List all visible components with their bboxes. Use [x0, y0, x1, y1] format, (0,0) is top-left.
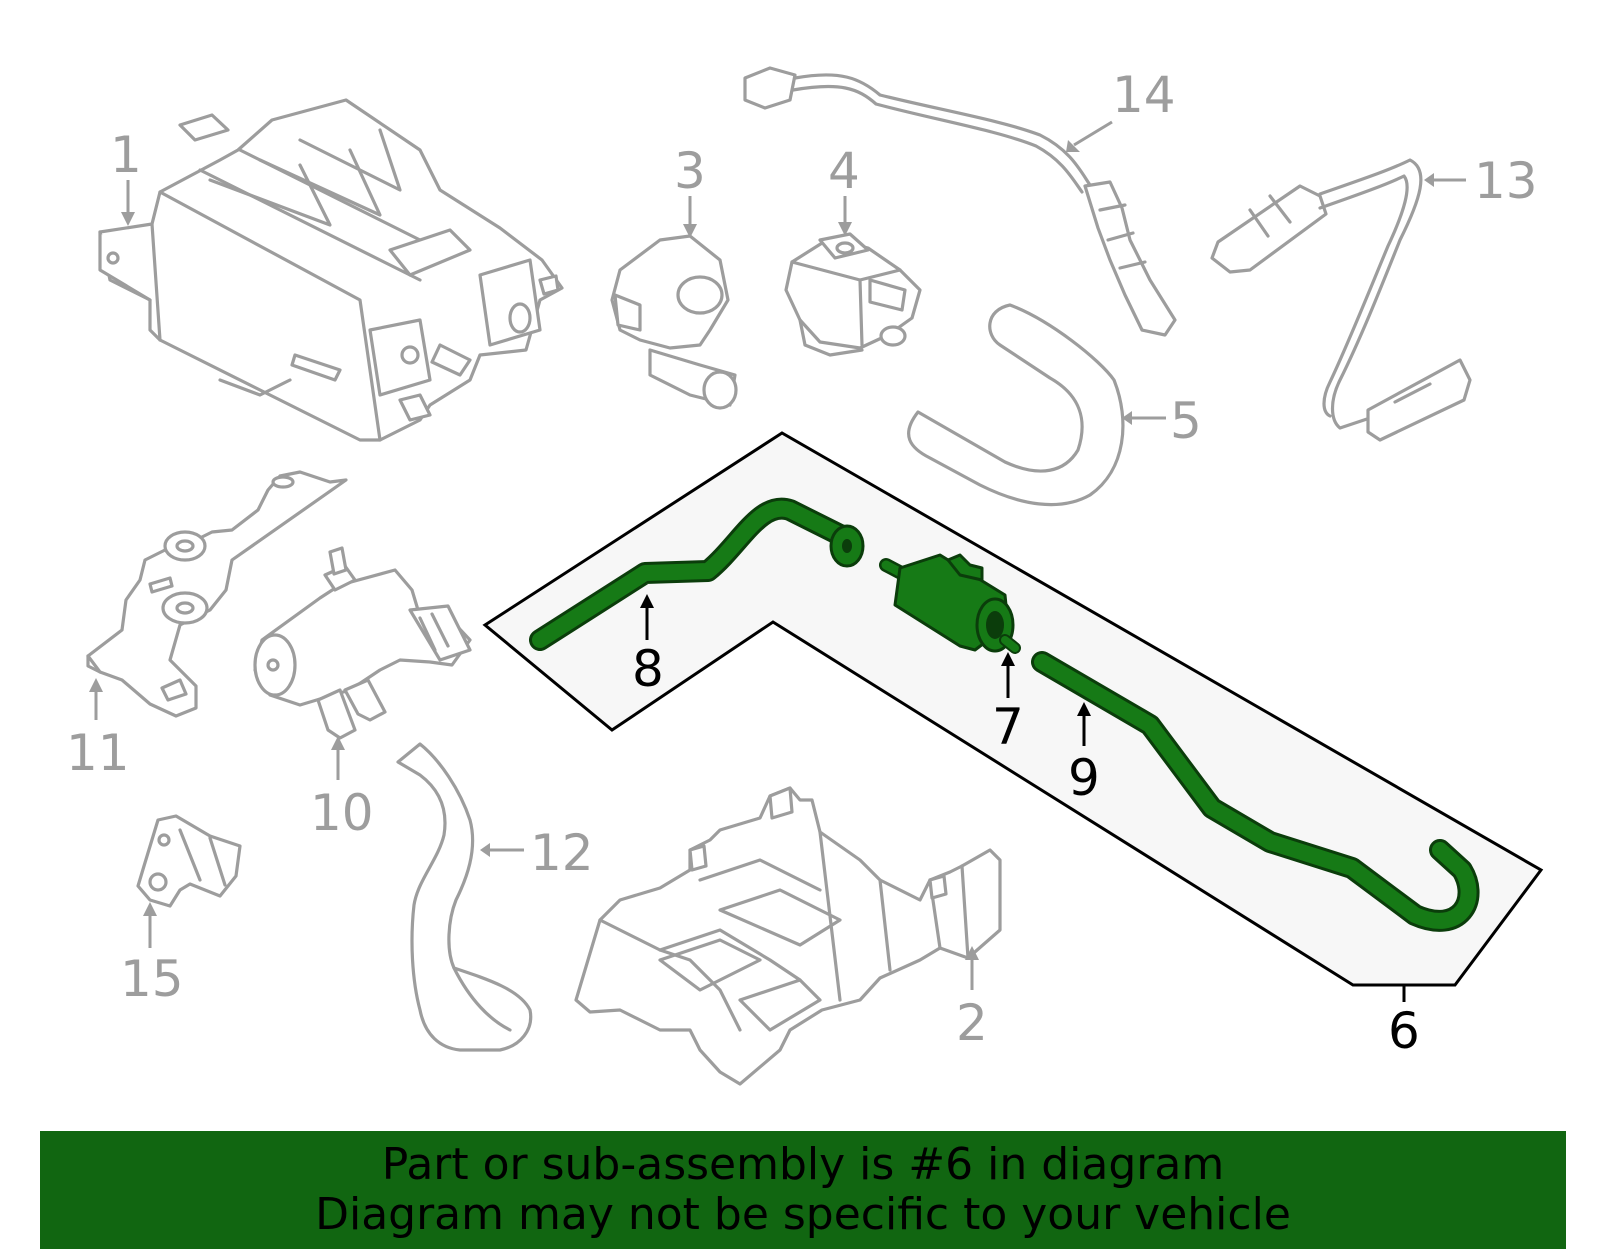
- part-4-valve[interactable]: [784, 232, 922, 357]
- callout-10: 10: [310, 784, 374, 842]
- info-banner: Part or sub-assembly is #6 in diagram Di…: [40, 1131, 1566, 1249]
- part-10-solenoid[interactable]: [253, 546, 472, 740]
- callout-8: 8: [632, 640, 664, 698]
- part-7-filter[interactable]: [879, 553, 1021, 654]
- callout-5: 5: [1170, 392, 1202, 450]
- part-11-bracket[interactable]: [86, 470, 348, 718]
- part-9-tube[interactable]: [1031, 651, 1480, 932]
- callout-7: 7: [992, 698, 1024, 756]
- part-13-oxygen-sensor[interactable]: [1210, 158, 1472, 442]
- part-14-oxygen-sensor[interactable]: [743, 66, 1177, 337]
- leader-14: [1073, 120, 1113, 147]
- callout-11: 11: [66, 724, 130, 782]
- callout-9: 9: [1068, 749, 1100, 807]
- banner-line-1: Part or sub-assembly is #6 in diagram: [381, 1139, 1225, 1190]
- callout-3: 3: [674, 142, 706, 200]
- part-8-tube[interactable]: [529, 497, 865, 651]
- callout-6: 6: [1388, 1002, 1420, 1060]
- callout-2: 2: [956, 994, 988, 1052]
- callout-14: 14: [1112, 66, 1176, 124]
- part-12-hose[interactable]: [396, 742, 533, 1052]
- callout-1: 1: [110, 126, 142, 184]
- part-6-assembly[interactable]: [482, 431, 1544, 987]
- callout-13: 13: [1474, 152, 1538, 210]
- banner-line-2: Diagram may not be specific to your vehi…: [315, 1189, 1291, 1240]
- part-2-shield[interactable]: [574, 786, 1002, 1086]
- part-3-purge-valve[interactable]: [610, 234, 738, 410]
- callout-4: 4: [828, 142, 860, 200]
- part-5-hose[interactable]: [907, 303, 1125, 507]
- callout-15: 15: [120, 950, 184, 1008]
- part-15-sensor[interactable]: [136, 814, 242, 908]
- part-1-canister[interactable]: [98, 98, 564, 442]
- callout-12: 12: [530, 824, 594, 882]
